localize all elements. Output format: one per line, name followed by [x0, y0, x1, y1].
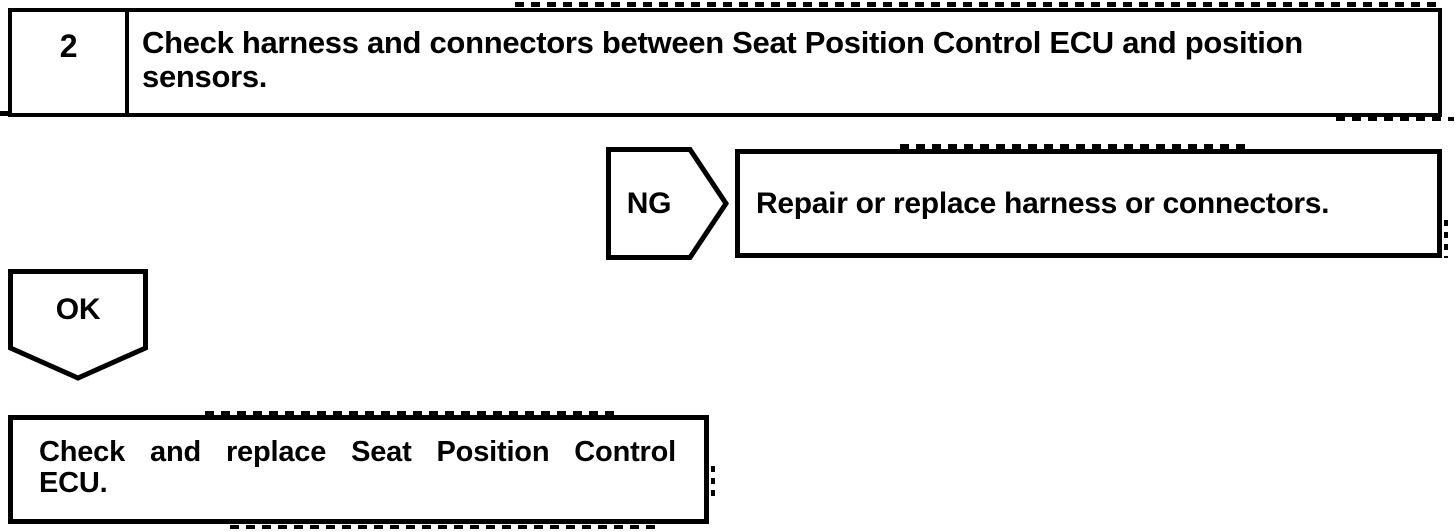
- step-number: 2: [12, 12, 129, 113]
- ok-connector: OK: [8, 269, 148, 381]
- scan-artifact: [1444, 220, 1448, 258]
- scan-artifact: [711, 466, 715, 496]
- ng-pentagon-right-icon: [606, 147, 730, 260]
- scan-artifact: [205, 411, 620, 415]
- step-instruction-line1: Check harness and connectors between Sea…: [142, 25, 1303, 60]
- scan-artifact: [230, 525, 660, 529]
- scan-artifact: [0, 111, 12, 116]
- result-text-line1: Check and replace Seat Position Control: [39, 436, 676, 468]
- step-box: 2 Check harness and connectors between S…: [8, 8, 1442, 117]
- ng-label: NG: [626, 186, 672, 220]
- step-instruction: Check harness and connectors between Sea…: [129, 12, 1438, 113]
- result-text-line2: ECU.: [39, 467, 108, 499]
- ok-pentagon-down-icon: [8, 269, 148, 381]
- ok-label: OK: [55, 293, 101, 326]
- ng-action-text: Repair or replace harness or connectors.: [756, 186, 1330, 220]
- ng-action-box: Repair or replace harness or connectors.: [735, 149, 1442, 258]
- scan-artifact: [900, 144, 1245, 149]
- step-instruction-line2: sensors.: [142, 59, 268, 94]
- scan-artifact: [515, 2, 1440, 7]
- scan-artifact: [1336, 117, 1454, 121]
- ng-connector: NG: [606, 147, 730, 260]
- result-box: Check and replace Seat Position Control …: [8, 415, 709, 524]
